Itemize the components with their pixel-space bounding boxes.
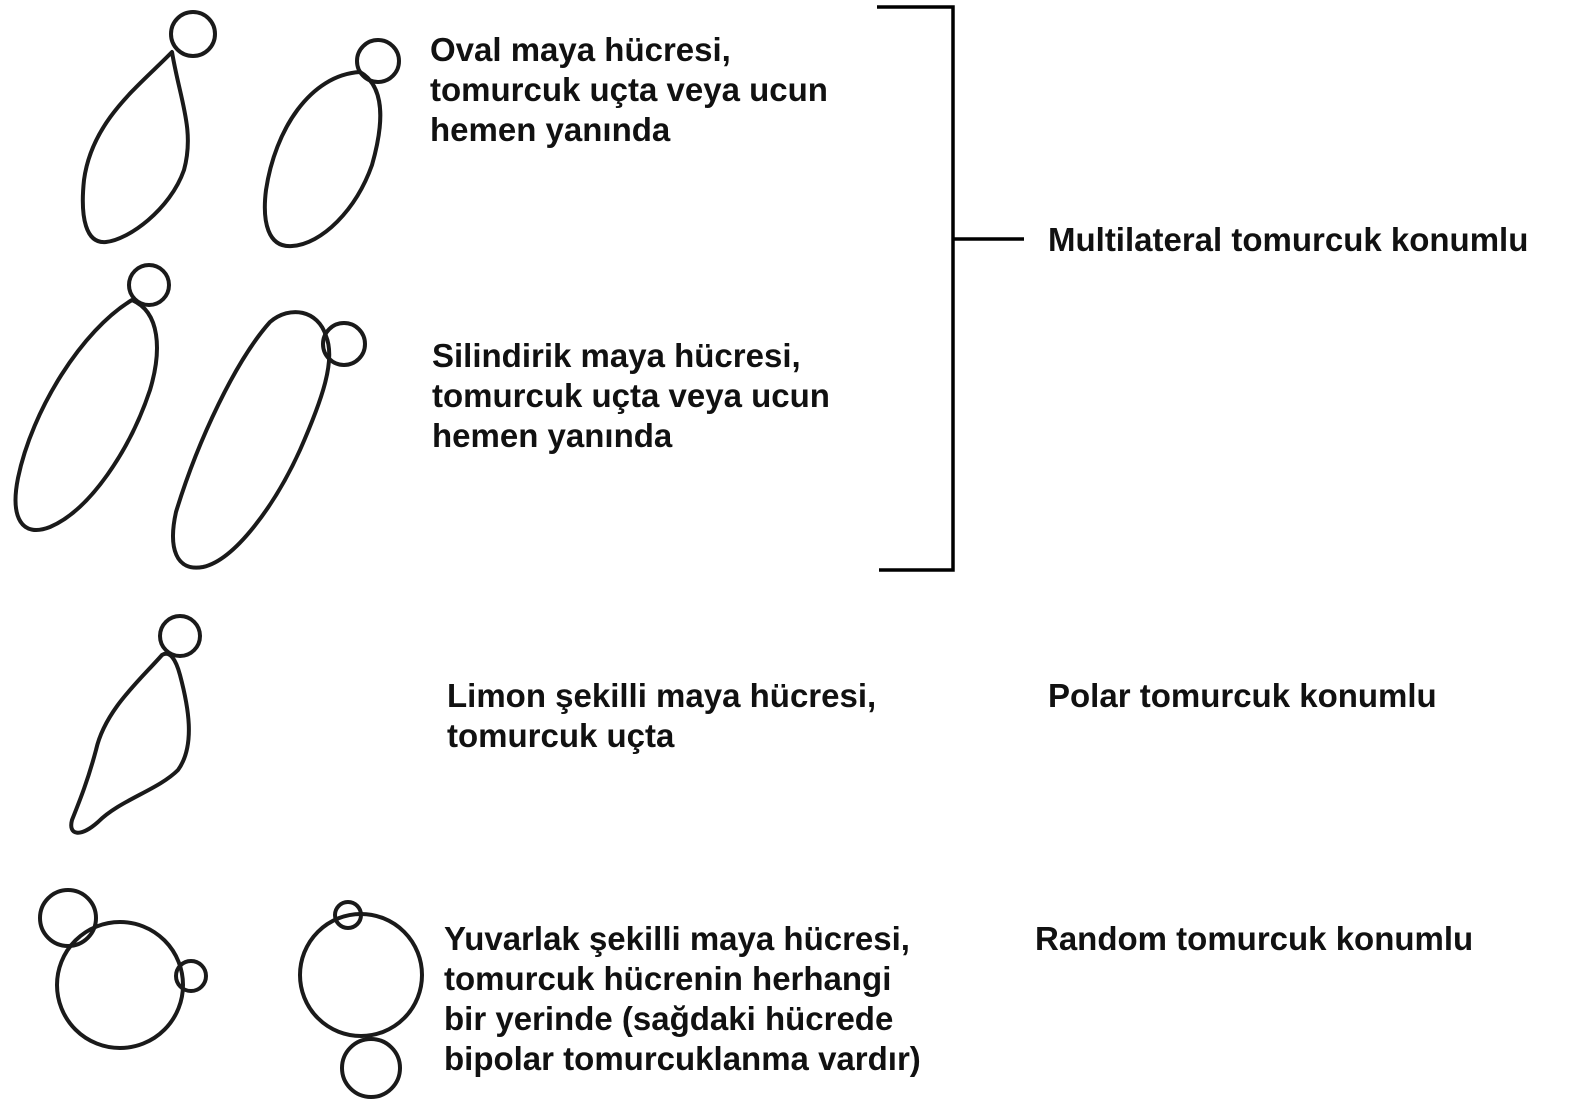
lemon-cell-description: Limon şekilli maya hücresi, tomurcuk uçt… bbox=[447, 676, 876, 756]
round-cell-right bbox=[300, 902, 422, 1097]
oval-cell-right bbox=[265, 40, 399, 246]
multilateral-bracket bbox=[877, 7, 1024, 570]
lemon-cell bbox=[71, 616, 200, 833]
random-category-label: Random tomurcuk konumlu bbox=[1035, 919, 1473, 959]
round-cell-description: Yuvarlak şekilli maya hücresi, tomurcuk … bbox=[444, 919, 921, 1079]
cylindrical-cell-right bbox=[173, 312, 365, 568]
cylindrical-cell-description: Silindirik maya hücresi, tomurcuk uçta v… bbox=[432, 336, 830, 456]
multilateral-category-label: Multilateral tomurcuk konumlu bbox=[1048, 220, 1528, 260]
oval-cell-description: Oval maya hücresi, tomurcuk uçta veya uc… bbox=[430, 30, 828, 150]
oval-cell-left bbox=[83, 12, 215, 242]
polar-category-label: Polar tomurcuk konumlu bbox=[1048, 676, 1437, 716]
round-cell-left bbox=[40, 890, 206, 1048]
cylindrical-cell-left bbox=[16, 265, 169, 530]
